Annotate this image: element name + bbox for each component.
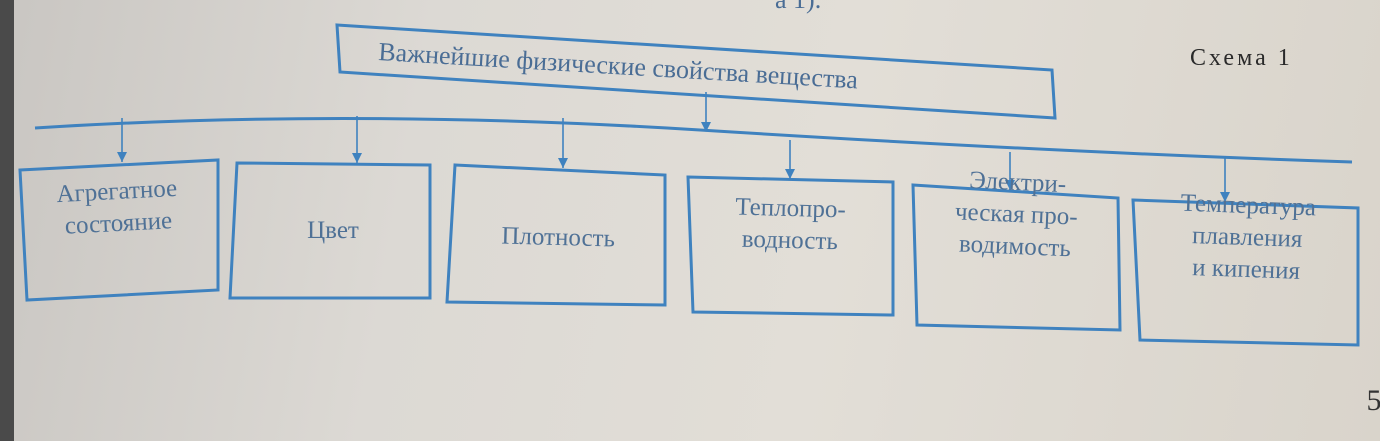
child-label: Электри-: [969, 167, 1067, 198]
child-label: состояние: [64, 207, 173, 240]
child-node: Цвет: [228, 116, 432, 300]
child-label: плавления: [1192, 222, 1304, 253]
arrow-icon: [1005, 180, 1015, 190]
child-label: Плотность: [501, 223, 615, 253]
child-box: [911, 183, 1122, 332]
child-box: [445, 163, 667, 307]
child-label: Агрегатное: [56, 175, 178, 208]
root-label: Важнейшие физические свойства вещества: [378, 37, 860, 94]
child-box: [1131, 198, 1360, 347]
child-label: Теплопро-: [735, 194, 846, 224]
branch-line: [34, 116, 1353, 164]
top-fragment-text: а 1).: [775, 0, 821, 14]
child-box: [686, 175, 895, 317]
child-box: [228, 161, 432, 300]
arrow-icon: [352, 153, 362, 163]
child-label: Цвет: [307, 217, 359, 244]
arrow-icon: [701, 122, 711, 132]
arrow-icon: [785, 169, 795, 179]
child-box: [18, 158, 220, 302]
arrow-icon: [1220, 192, 1230, 202]
child-node: Плотность: [445, 118, 667, 307]
child-label: и кипения: [1192, 254, 1301, 285]
page-number: 5: [1367, 384, 1380, 417]
root-box: [335, 23, 1057, 120]
arrow-icon: [117, 152, 127, 162]
child-node: Теплопро-водность: [686, 140, 895, 317]
page-edge-shadow: [0, 0, 14, 441]
child-label: водимость: [958, 231, 1071, 263]
arrow-icon: [558, 158, 568, 168]
child-node: Электри-ческая про-водимость: [911, 152, 1122, 332]
child-label: водность: [741, 226, 838, 256]
child-label: Температура: [1180, 190, 1316, 222]
scheme-label: Схема 1: [1190, 45, 1293, 71]
child-label: ческая про-: [954, 198, 1078, 230]
